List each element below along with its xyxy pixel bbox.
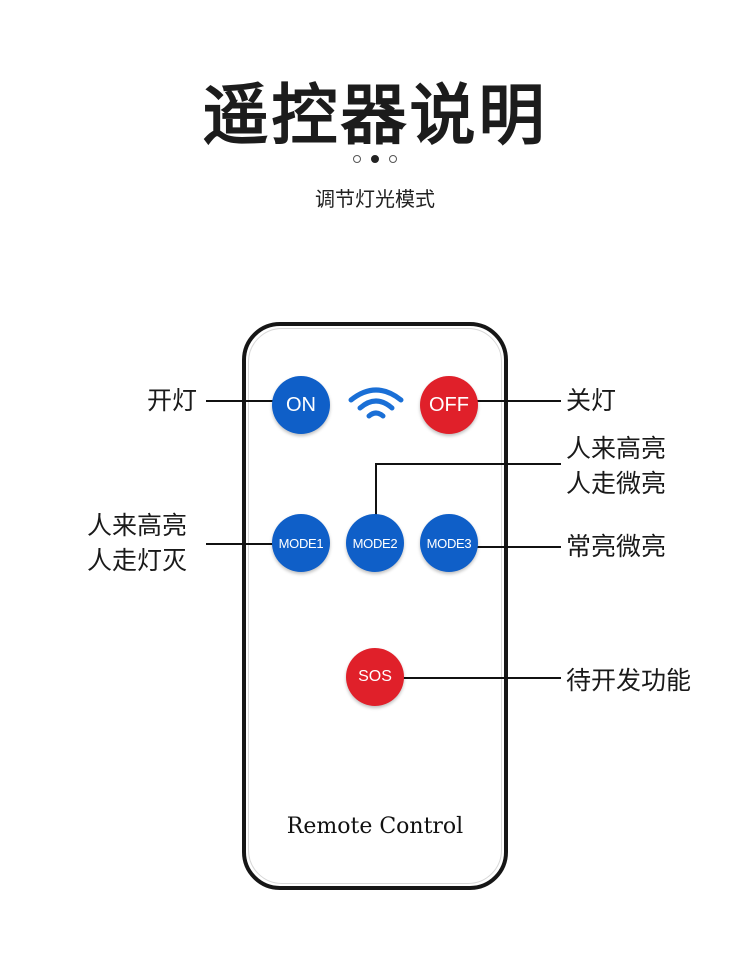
leader-line-mode1: [206, 543, 318, 545]
annotation-mode1-line2: 人走灯灭: [87, 546, 188, 575]
mode2-button[interactable]: MODE2: [346, 514, 404, 572]
remote-inner-edge: [248, 328, 502, 884]
annotation-mode1-line1: 人来高亮: [87, 511, 188, 540]
leader-line-sos: [381, 677, 561, 679]
mode3-button-label: MODE3: [426, 535, 472, 551]
leader-line-off: [433, 400, 561, 402]
page-title: 遥控器说明: [202, 77, 548, 154]
leader-line-on: [206, 400, 318, 402]
annotation-off: 关灯: [566, 386, 617, 415]
indicator-dot-active[interactable]: [371, 155, 379, 163]
remote-control-label: Remote Control: [286, 814, 464, 839]
mode3-button[interactable]: MODE3: [420, 514, 478, 572]
mode1-button-label: MODE1: [278, 535, 324, 551]
leader-line-mode2-vertical: [375, 464, 377, 528]
on-button[interactable]: ON: [272, 376, 330, 434]
off-button-label: OFF: [429, 393, 469, 416]
leader-line-mode2-horizontal: [375, 463, 561, 465]
page-subtitle: 调节灯光模式: [315, 187, 435, 211]
sos-button[interactable]: SOS: [346, 648, 404, 706]
sos-button-label: SOS: [358, 668, 392, 685]
annotation-on: 开灯: [147, 386, 198, 415]
annotation-sos: 待开发功能: [566, 666, 692, 695]
indicator-dot[interactable]: [353, 155, 361, 163]
mode2-button-label: MODE2: [352, 535, 398, 551]
indicator-dot[interactable]: [389, 155, 397, 163]
wifi-icon: [348, 387, 404, 419]
carousel-indicator: [353, 153, 397, 165]
mode1-button[interactable]: MODE1: [272, 514, 330, 572]
off-button[interactable]: OFF: [420, 376, 478, 434]
on-button-label: ON: [286, 393, 316, 416]
annotation-mode2-line2: 人走微亮: [566, 469, 667, 498]
annotation-mode2-line1: 人来高亮: [566, 434, 667, 463]
leader-line-mode3: [455, 546, 561, 548]
annotation-mode3: 常亮微亮: [566, 532, 667, 561]
